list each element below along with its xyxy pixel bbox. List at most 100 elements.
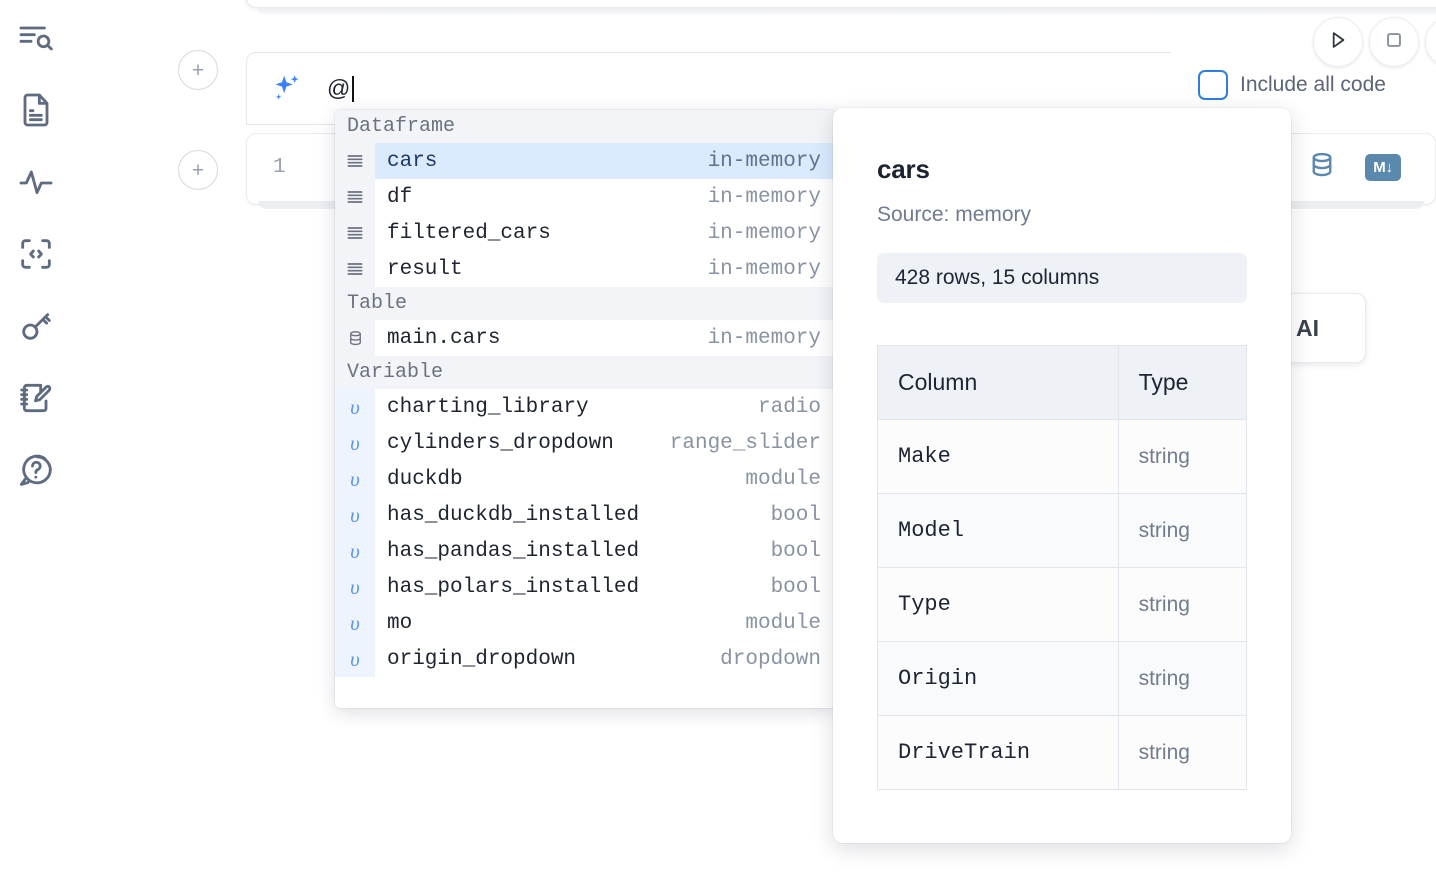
autocomplete-item[interactable]: υ cylinders_dropdown range_slider bbox=[335, 425, 835, 461]
schema-column-type: string bbox=[1117, 419, 1248, 494]
autocomplete-item[interactable]: cars in-memory bbox=[335, 143, 835, 179]
include-all-code-row[interactable]: Include all code bbox=[1198, 70, 1386, 100]
markdown-icon[interactable]: M↓ bbox=[1365, 154, 1401, 181]
autocomplete-item-name: charting_library bbox=[387, 395, 589, 419]
ai-prompt-input[interactable]: @ bbox=[305, 53, 1171, 124]
autocomplete-item[interactable]: result in-memory bbox=[335, 251, 835, 287]
add-cell-button-above[interactable]: + bbox=[178, 50, 218, 90]
detail-title: cars bbox=[877, 154, 930, 184]
sidebar-item-scratchpad[interactable] bbox=[14, 376, 58, 420]
autocomplete-item-name: mo bbox=[387, 611, 413, 635]
autocomplete-item[interactable]: υ has_polars_installed bool bbox=[335, 569, 835, 605]
autocomplete-item-name: filtered_cars bbox=[387, 221, 551, 245]
sidebar-item-secrets[interactable] bbox=[14, 304, 58, 348]
variable-icon: υ bbox=[335, 641, 375, 677]
dataframe-icon bbox=[335, 143, 375, 179]
sidebar-item-snippets[interactable] bbox=[14, 232, 58, 276]
variable-icon: υ bbox=[335, 425, 375, 461]
stop-button[interactable] bbox=[1369, 17, 1419, 67]
schema-column-type: string bbox=[1117, 641, 1248, 716]
autocomplete-item-meta: range_slider bbox=[669, 431, 821, 455]
play-triangle-icon bbox=[1325, 27, 1351, 58]
autocomplete-item-meta: in-memory bbox=[707, 185, 821, 209]
autocomplete-item[interactable]: main.cars in-memory bbox=[335, 320, 835, 356]
detail-source: Source: memory bbox=[877, 203, 1032, 226]
autocomplete-item-name: has_duckdb_installed bbox=[387, 503, 640, 527]
dataframe-icon bbox=[335, 179, 375, 215]
completion-detail-panel: cars Source: memory 428 rows, 15 columns… bbox=[833, 108, 1291, 843]
autocomplete-item-name: has_polars_installed bbox=[387, 575, 640, 599]
autocomplete-item-meta: in-memory bbox=[707, 221, 821, 245]
autocomplete-item-name: origin_dropdown bbox=[387, 647, 577, 671]
variable-icon: υ bbox=[335, 533, 375, 569]
line-number: 1 bbox=[273, 156, 286, 179]
text-caret bbox=[351, 75, 354, 102]
autocomplete-item-name: cylinders_dropdown bbox=[387, 431, 614, 455]
include-all-code-label: Include all code bbox=[1240, 73, 1386, 96]
autocomplete-item-meta: in-memory bbox=[707, 149, 821, 173]
autocomplete-item[interactable]: υ charting_library radio bbox=[335, 389, 835, 425]
autocomplete-item-name: main.cars bbox=[387, 326, 501, 350]
include-all-code-checkbox[interactable] bbox=[1198, 70, 1228, 100]
activity-pulse-icon bbox=[16, 162, 56, 202]
add-cell-button-below[interactable]: + bbox=[178, 150, 218, 190]
schema-type-header: Type bbox=[1117, 345, 1248, 420]
run-button[interactable] bbox=[1313, 17, 1363, 67]
autocomplete-item-name: df bbox=[387, 185, 413, 209]
autocomplete-item[interactable]: df in-memory bbox=[335, 179, 835, 215]
help-chat-icon bbox=[16, 450, 56, 490]
variable-icon: υ bbox=[335, 569, 375, 605]
autocomplete-item-name: has_pandas_installed bbox=[387, 539, 640, 563]
sidebar-item-help[interactable] bbox=[14, 448, 58, 492]
square-stop-icon bbox=[1381, 27, 1407, 58]
detail-shape-badge: 428 rows, 15 columns bbox=[877, 253, 1247, 303]
autocomplete-section-header: Table bbox=[335, 287, 835, 320]
dataframe-icon bbox=[335, 251, 375, 287]
schema-column-header: Column bbox=[877, 345, 1119, 420]
sidebar-rail bbox=[0, 0, 72, 874]
schema-column-type: string bbox=[1117, 493, 1248, 568]
plus-icon: + bbox=[191, 158, 205, 182]
database-icon[interactable] bbox=[1307, 150, 1337, 185]
sidebar-item-activity[interactable] bbox=[14, 160, 58, 204]
autocomplete-item-name: result bbox=[387, 257, 463, 281]
autocomplete-item-meta: module bbox=[745, 467, 821, 491]
variable-icon: υ bbox=[335, 497, 375, 533]
autocomplete-item-meta: bool bbox=[770, 539, 821, 563]
variable-icon: υ bbox=[335, 461, 375, 497]
code-brackets-icon bbox=[16, 234, 56, 274]
autocomplete-item-name: cars bbox=[387, 149, 438, 173]
autocomplete-item-meta: module bbox=[745, 611, 821, 635]
autocomplete-item-meta: bool bbox=[770, 575, 821, 599]
autocomplete-item-meta: in-memory bbox=[707, 257, 821, 281]
schema-column-name: Origin bbox=[877, 641, 1119, 716]
schema-column-type: string bbox=[1117, 715, 1248, 790]
autocomplete-item[interactable]: υ has_pandas_installed bool bbox=[335, 533, 835, 569]
sidebar-item-explore-search[interactable] bbox=[14, 16, 58, 60]
sparkles-icon bbox=[269, 71, 305, 107]
file-text-icon bbox=[16, 90, 56, 130]
schema-column-name: Make bbox=[877, 419, 1119, 494]
autocomplete-item-meta: radio bbox=[757, 395, 821, 419]
explore-search-icon bbox=[16, 18, 56, 58]
autocomplete-item-meta: bool bbox=[770, 503, 821, 527]
plus-icon: + bbox=[191, 58, 205, 82]
previous-cell-shadow bbox=[258, 8, 1436, 14]
sidebar-item-notebook[interactable] bbox=[14, 88, 58, 132]
autocomplete-section-header: Dataframe bbox=[335, 110, 835, 143]
autocomplete-item[interactable]: υ has_duckdb_installed bool bbox=[335, 497, 835, 533]
more-actions-button[interactable] bbox=[1425, 17, 1436, 67]
schema-column-name: Type bbox=[877, 567, 1119, 642]
notebook-pen-icon bbox=[16, 378, 56, 418]
variable-icon: υ bbox=[335, 389, 375, 425]
database-icon bbox=[335, 320, 375, 356]
autocomplete-item-meta: in-memory bbox=[707, 326, 821, 350]
autocomplete-item[interactable]: filtered_cars in-memory bbox=[335, 215, 835, 251]
